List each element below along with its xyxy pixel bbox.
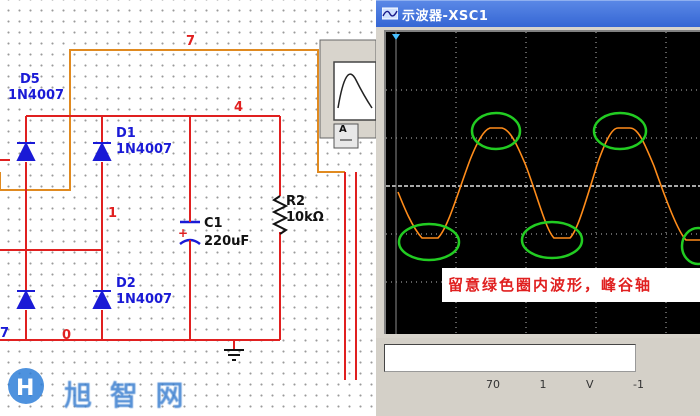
d5-part: 1N4007 bbox=[8, 88, 65, 103]
diode-d7-symbol bbox=[16, 289, 36, 309]
d5-name[interactable]: D5 bbox=[20, 72, 40, 87]
annotation-text: 留意绿色圈内波形，峰谷轴 bbox=[448, 276, 653, 294]
panel-value-1: 70 bbox=[486, 378, 500, 391]
diode-d5-symbol bbox=[16, 141, 36, 161]
logo-icon: H bbox=[8, 368, 44, 404]
panel-value-2: 1 bbox=[539, 378, 547, 391]
panel-value-4: -1 bbox=[633, 378, 644, 391]
net-label-7: 7 bbox=[186, 34, 196, 49]
schematic-canvas[interactable]: A 7 4 1 0 7 D5 1N4007 D1 1N4007 D2 1N400… bbox=[0, 0, 376, 416]
scope-graticule bbox=[386, 32, 700, 334]
annotation-note: 留意绿色圈内波形，峰谷轴 bbox=[442, 268, 700, 302]
peak-valley-highlights bbox=[397, 111, 700, 266]
c1-polarity: + bbox=[178, 226, 189, 240]
d2-part: 1N4007 bbox=[116, 292, 173, 307]
scope-display[interactable]: 留意绿色圈内波形，峰谷轴 bbox=[384, 30, 700, 334]
net7-wire bbox=[0, 49, 345, 191]
scope-app-icon bbox=[382, 7, 398, 20]
panel-value-3: V bbox=[586, 378, 594, 391]
scope-control-panel[interactable]: 70 1 V -1 bbox=[376, 338, 700, 416]
schematic-wires bbox=[0, 39, 376, 380]
scope-title: 示波器-XSC1 bbox=[402, 9, 489, 24]
trigger-marker-icon bbox=[392, 34, 400, 40]
r2-value: 10kΩ bbox=[286, 210, 324, 225]
r2-name[interactable]: R2 bbox=[286, 194, 306, 209]
net-label-0: 0 bbox=[62, 328, 72, 343]
d2-name[interactable]: D2 bbox=[116, 276, 136, 291]
net-label-1: 1 bbox=[108, 206, 118, 221]
scope-readout-box bbox=[384, 344, 636, 372]
oscilloscope-instrument-icon bbox=[319, 39, 376, 149]
diode-d1-symbol bbox=[92, 141, 112, 161]
watermark-text: 旭 智 网 bbox=[64, 379, 188, 412]
red-wires bbox=[0, 115, 357, 380]
net-label-4: 4 bbox=[234, 100, 244, 115]
scope-titlebar[interactable]: 示波器-XSC1 bbox=[376, 0, 700, 27]
scope-channel-label: A bbox=[339, 124, 347, 135]
d1-name[interactable]: D1 bbox=[116, 126, 136, 141]
c1-name[interactable]: C1 bbox=[204, 216, 223, 231]
svg-text:H: H bbox=[16, 376, 34, 401]
c1-value: 220uF bbox=[204, 234, 250, 249]
oscilloscope-window[interactable]: 示波器-XSC1 bbox=[376, 0, 700, 416]
diode-d2-symbol bbox=[92, 289, 112, 309]
d1-part: 1N4007 bbox=[116, 142, 173, 157]
resistor-r2-symbol bbox=[271, 195, 289, 235]
net-label-7-left: 7 bbox=[0, 326, 10, 341]
capacitor-c1-symbol bbox=[179, 212, 201, 252]
ground-symbol bbox=[224, 349, 244, 361]
scope-panel-values: 70 1 V -1 bbox=[486, 378, 680, 391]
watermark-logo: H 旭 智 网 bbox=[0, 360, 376, 416]
